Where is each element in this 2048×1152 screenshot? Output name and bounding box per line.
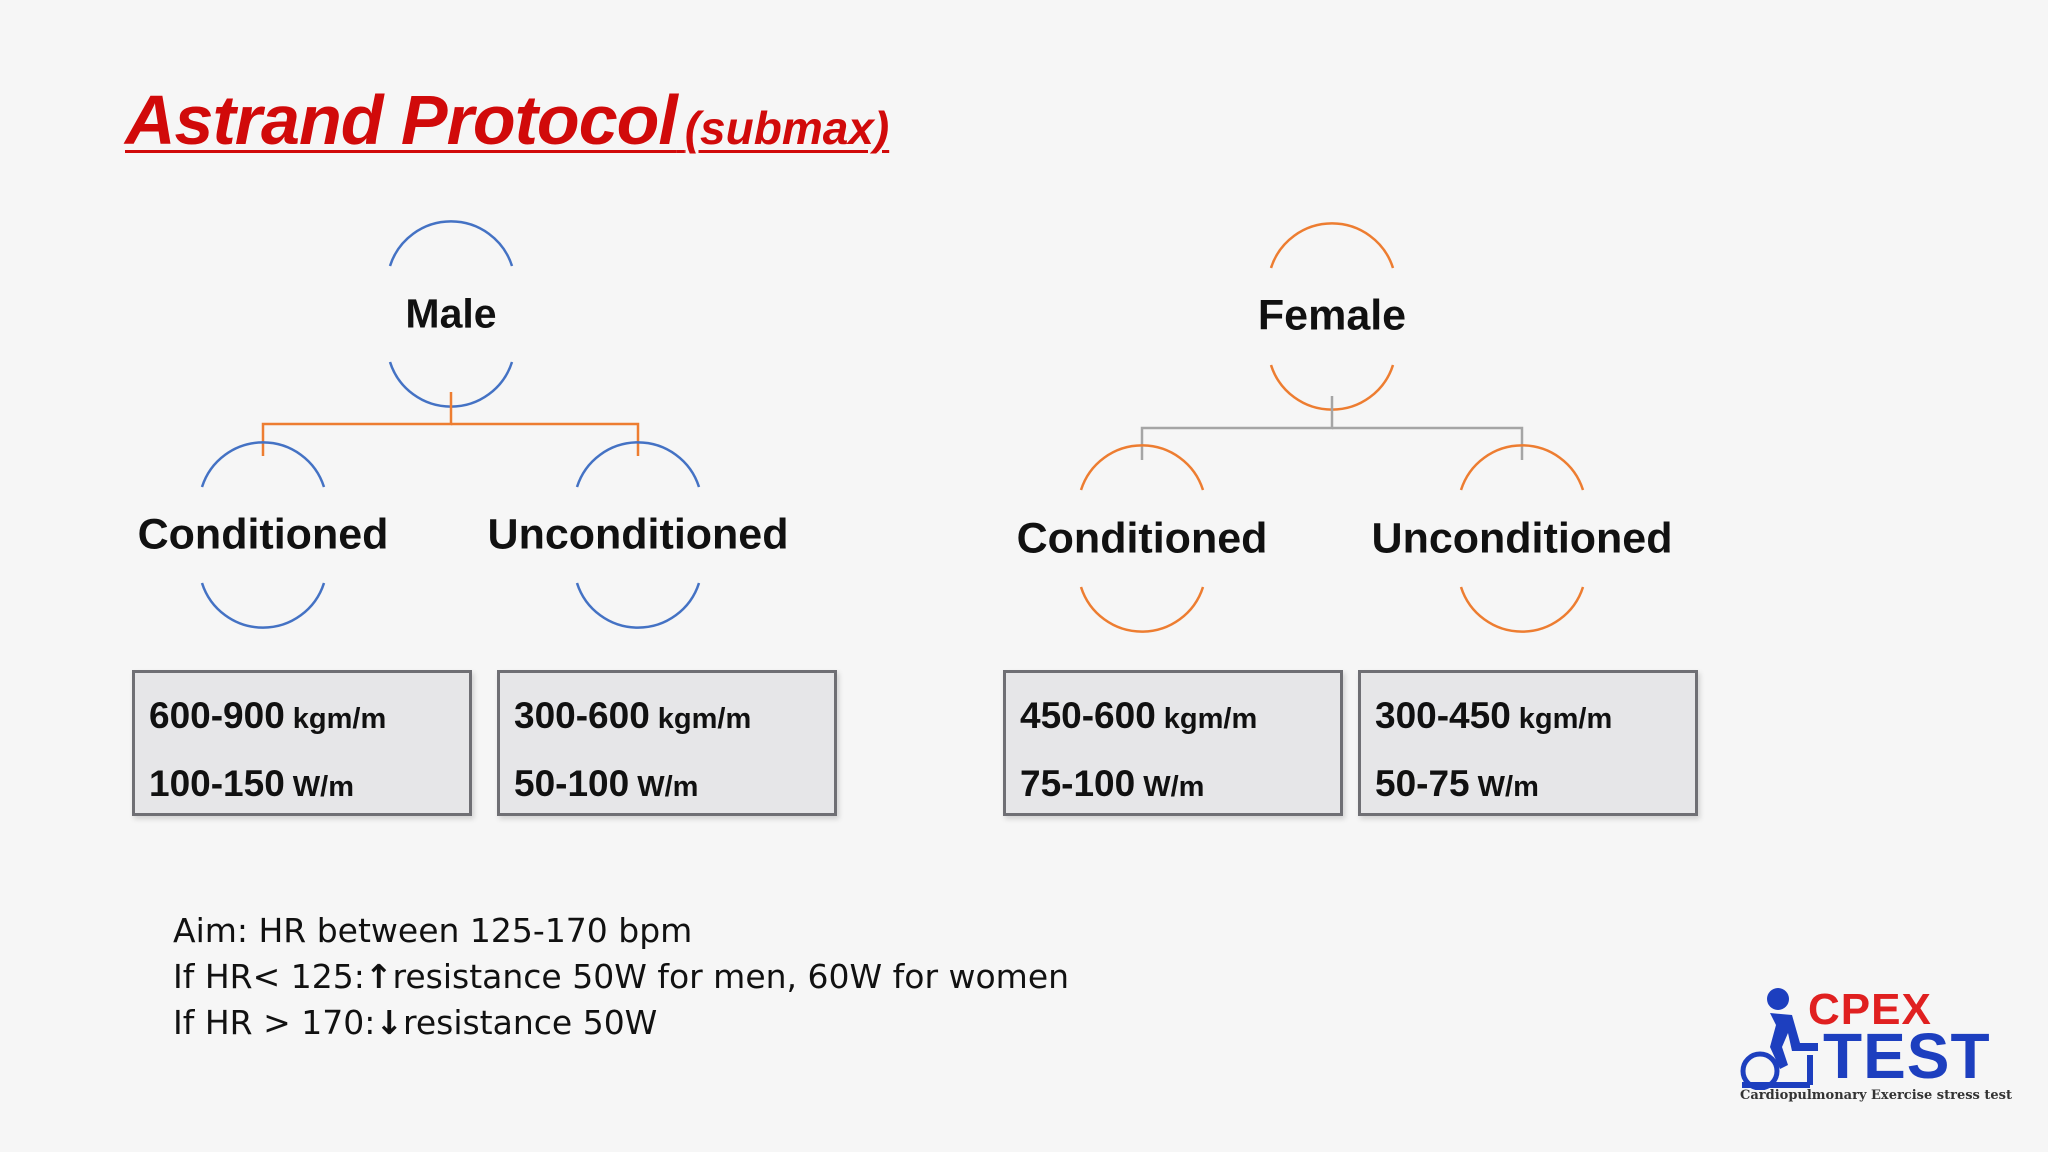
power-unit: W/m [1477, 771, 1539, 803]
male-unconditioned-label: Unconditioned [487, 510, 789, 559]
logo-tagline: Cardiopulmonary Exercise stress test [1740, 1088, 2012, 1103]
female-connector [1140, 396, 1334, 460]
male-conditioned-label: Conditioned [137, 510, 389, 559]
workload-value: 600-900 [149, 695, 285, 736]
title-main: Astrand Protocol [125, 81, 678, 159]
logo-cpex-text: CPEX [1808, 985, 1932, 1034]
male-root-arc-top [388, 220, 514, 267]
workload-value: 300-600 [514, 695, 650, 736]
male-right-arc-top [575, 441, 701, 488]
female-tree [1079, 222, 1585, 633]
female-root-label: Female [1257, 291, 1407, 340]
male-connector [261, 392, 453, 456]
power-unit: W/m [1143, 771, 1205, 803]
workload-unit: kgm/m [657, 703, 752, 735]
female-left-arc-top [1079, 444, 1205, 491]
workload-unit: kgm/m [1163, 703, 1258, 735]
power-unit: W/m [637, 771, 699, 803]
power-unit: W/m [292, 771, 355, 803]
male-left-arc-top [200, 441, 326, 488]
workload-unit: kgm/m [1518, 703, 1613, 735]
power-value: 100-150 [149, 763, 285, 804]
male-tree [200, 220, 701, 629]
arrow-up-icon: ↑ [364, 957, 393, 996]
female-right-arc-top [1459, 444, 1585, 491]
note-low-hr-suffix: resistance 50W for men, 60W for women [392, 957, 1070, 996]
note-high-hr: If HR > 170:↓resistance 50W [173, 1000, 1069, 1046]
female-connector-right [1332, 426, 1524, 460]
logo-test-text: TEST [1823, 1020, 1991, 1092]
female-left-arc-bottom [1079, 586, 1205, 633]
male-connector-right [451, 422, 640, 456]
protocol-notes: Aim: HR between 125-170 bpm If HR< 125:↑… [173, 908, 1069, 1046]
arrow-down-icon: ↓ [375, 1003, 403, 1042]
note-low-hr: If HR< 125:↑resistance 50W for men, 60W … [173, 954, 1069, 1000]
page-title: Astrand Protocol (submax) [125, 80, 889, 160]
workload-value: 300-450 [1375, 695, 1511, 736]
note-aim: Aim: HR between 125-170 bpm [173, 911, 693, 950]
male-root-label: Male [405, 290, 497, 337]
workload-value: 450-600 [1020, 695, 1156, 736]
female-conditioned-label: Conditioned [1016, 514, 1268, 563]
power-value: 50-75 [1375, 763, 1470, 804]
power-value: 75-100 [1020, 763, 1136, 804]
female-unconditioned-label: Unconditioned [1371, 514, 1673, 563]
female-right-arc-bottom [1459, 586, 1585, 633]
workload-unit: kgm/m [292, 703, 387, 735]
male-right-arc-bottom [575, 582, 701, 629]
power-value: 50-100 [514, 763, 630, 804]
title-sub: (submax) [684, 102, 890, 154]
male-left-arc-bottom [200, 582, 326, 629]
note-high-hr-prefix: If HR > 170: [173, 1003, 376, 1042]
cpex-test-logo: CPEX TEST Cardiopulmonary Exercise stres… [1718, 985, 2012, 1105]
note-high-hr-suffix: resistance 50W [402, 1003, 658, 1042]
note-low-hr-prefix: If HR< 125: [173, 957, 365, 996]
female-root-arc-top [1269, 222, 1395, 269]
cyclist-icon [1740, 988, 1818, 1090]
